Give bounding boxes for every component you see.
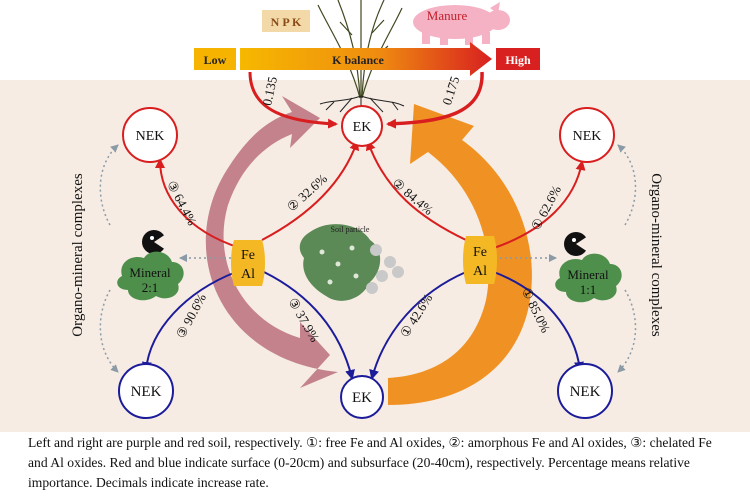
- k-balance-arrow: [240, 42, 492, 76]
- ek-label-top: EK: [353, 120, 372, 135]
- npk-label: N P K: [271, 15, 302, 29]
- fe-label-right: Fe: [473, 245, 487, 260]
- soil-particle-label: Soil particle: [331, 225, 370, 234]
- nek-node-top-left: [122, 107, 178, 163]
- organo-exchange-arrows-right: [495, 144, 637, 373]
- nek-label-top-right: NEK: [573, 129, 602, 144]
- mineral-cloud-left: [117, 251, 184, 301]
- fe-al-box-left: [231, 240, 265, 286]
- nek-label-top-left: NEK: [136, 129, 165, 144]
- k-input-arrow-right: [386, 71, 484, 129]
- k-balance-high-label: High: [505, 53, 531, 67]
- surface-paths: [155, 140, 586, 249]
- subsurface-paths: [141, 271, 584, 380]
- ek-label-bottom: EK: [352, 390, 372, 406]
- al-label-left: Al: [241, 267, 255, 282]
- mineral-cloud-right: [555, 253, 622, 303]
- orange-soil-arrow: [388, 104, 532, 405]
- organo-mineral-label-left: Organo-mineral complexes: [70, 173, 86, 337]
- manure-label: Manure: [427, 8, 468, 23]
- mineral-left-ratio: 2:1: [142, 280, 159, 295]
- ek-node-top: [341, 105, 383, 147]
- pacman-icon-left: [142, 230, 166, 254]
- fe-al-box-right: [463, 236, 497, 284]
- mineral-right-name: Mineral: [567, 267, 609, 282]
- nek-node-bottom-right: [557, 363, 613, 419]
- ek-node-bottom: [340, 375, 384, 419]
- mineral-right-ratio: 1:1: [580, 282, 597, 297]
- nek-node-top-right: [559, 107, 615, 163]
- nek-label-bottom-left: NEK: [131, 384, 162, 400]
- k-balance-high-box: [496, 48, 540, 70]
- purple-soil-arrow: [205, 96, 338, 388]
- organo-mineral-label-right: Organo-mineral complexes: [648, 173, 664, 337]
- organo-exchange-arrows-left: [99, 144, 236, 373]
- al-label-right: Al: [473, 264, 487, 279]
- pacman-icon-right: [564, 232, 588, 256]
- k-input-arrow-left: [248, 71, 338, 129]
- k-balance-low-box: [194, 48, 236, 70]
- npk-badge: [262, 10, 310, 32]
- figure-caption: Left and right are purple and red soil, …: [28, 435, 712, 490]
- k-balance-label: K balance: [332, 53, 384, 67]
- k-balance-low-label: Low: [204, 53, 227, 67]
- nek-node-bottom-left: [118, 363, 174, 419]
- rate-left: 0.135: [259, 75, 280, 107]
- mineral-left-name: Mineral: [129, 265, 171, 280]
- nek-label-bottom-right: NEK: [570, 384, 601, 400]
- soil-particle-illustration: [299, 224, 404, 301]
- roots-illustration: [319, 95, 405, 113]
- fe-label-left: Fe: [241, 248, 255, 263]
- manure-pig-icon: [413, 2, 510, 45]
